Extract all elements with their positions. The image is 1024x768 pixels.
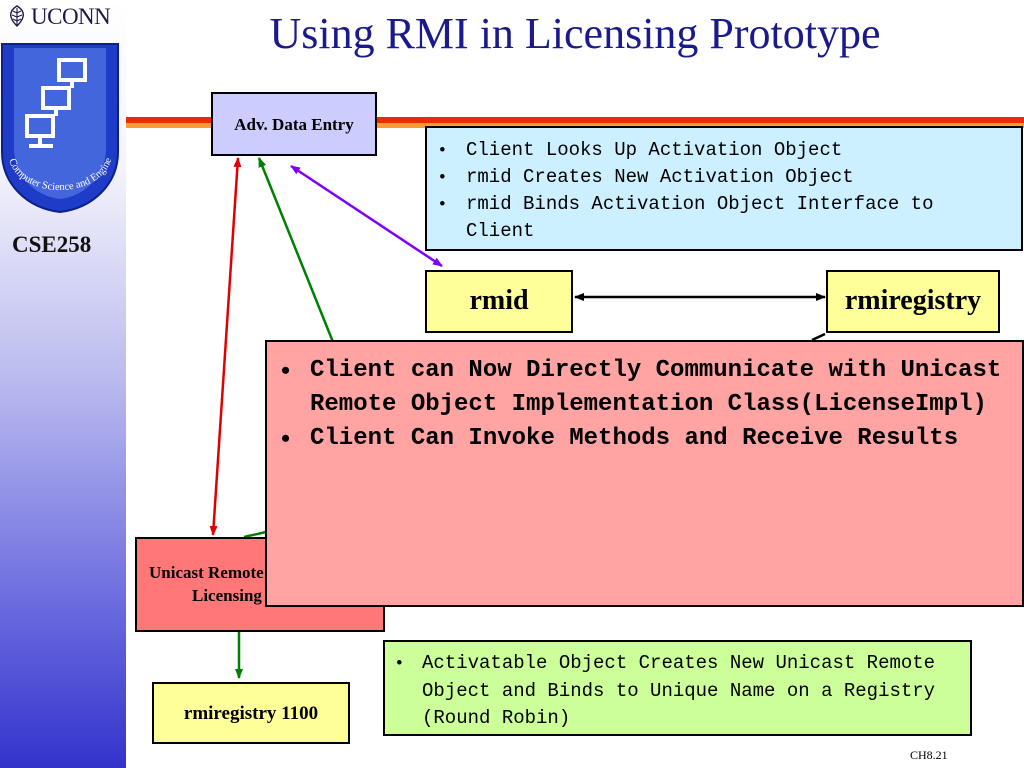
note-communicate-item: Client can Now Directly Communicate with… xyxy=(281,354,1008,422)
slide-number: CH8.21 xyxy=(910,748,948,762)
note-activation-list: Client Looks Up Activation Object rmid C… xyxy=(439,137,1011,245)
title-divider-red xyxy=(126,117,1024,123)
course-label: CSE258 xyxy=(12,232,92,257)
node-rmiregistry-1100[interactable]: rmiregistry 1100 xyxy=(152,682,350,744)
node-adv-data-entry-label: Adv. Data Entry xyxy=(234,115,354,134)
note-activation-item: rmid Creates New Activation Object xyxy=(439,164,1011,191)
sidebar: UCONN Computer Science and Engineering C… xyxy=(0,0,126,768)
uconn-label: UCONN xyxy=(31,4,111,29)
arrow-red xyxy=(209,157,242,536)
oak-leaf-icon xyxy=(10,5,24,27)
uconn-brand: UCONN xyxy=(6,4,111,30)
node-rmiregistry-1100-label: rmiregistry 1100 xyxy=(183,703,319,724)
node-rmiregistry-label: rmiregistry xyxy=(844,285,982,316)
node-rmid[interactable]: rmid xyxy=(425,270,573,333)
note-registry-list: Activatable Object Creates New Unicast R… xyxy=(396,650,960,733)
node-adv-data-entry[interactable]: Adv. Data Entry xyxy=(211,92,377,156)
note-registry: Activatable Object Creates New Unicast R… xyxy=(383,640,972,736)
arrow-black-stub xyxy=(811,332,826,342)
note-activation-item: rmid Binds Activation Object Interface t… xyxy=(439,191,1011,245)
note-activation: Client Looks Up Activation Object rmid C… xyxy=(425,126,1023,251)
note-communicate: Client can Now Directly Communicate with… xyxy=(265,340,1024,607)
slide-title: Using RMI in Licensing Prototype xyxy=(269,9,881,58)
node-rmid-label: rmid xyxy=(469,285,529,316)
cse-logo: Computer Science and Engineering xyxy=(0,42,119,214)
node-rmiregistry[interactable]: rmiregistry xyxy=(826,270,1000,333)
arrow-purple xyxy=(290,164,443,268)
note-activation-item: Client Looks Up Activation Object xyxy=(439,137,1011,164)
note-communicate-list: Client can Now Directly Communicate with… xyxy=(281,354,1008,456)
computer-network-icon xyxy=(25,58,87,148)
note-registry-item: Activatable Object Creates New Unicast R… xyxy=(396,650,960,733)
title-divider-orange xyxy=(126,123,1024,128)
arrow-green-left xyxy=(243,530,267,539)
note-communicate-item: Client Can Invoke Methods and Receive Re… xyxy=(281,422,1008,456)
